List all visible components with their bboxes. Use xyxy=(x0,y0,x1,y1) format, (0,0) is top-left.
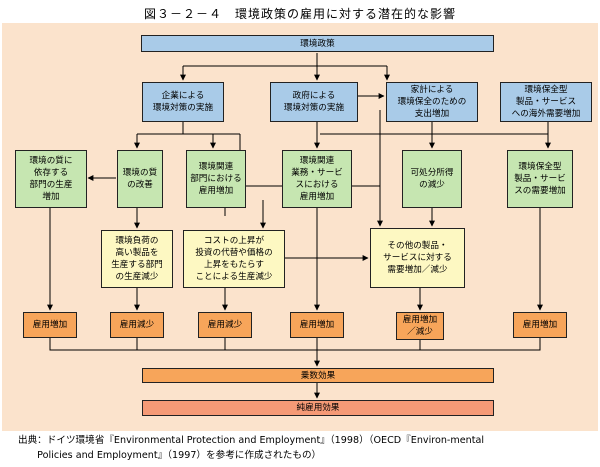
net-employment-effect-box: 純雇用効果 xyxy=(142,400,494,416)
employment-decrease-box-2: 雇用減少 xyxy=(198,312,252,338)
overseas-demand-box: 環境保全型 製品・サービス への海外需要増加 xyxy=(500,82,592,122)
gov-measures-box: 政府による 環境対策の実施 xyxy=(270,82,358,122)
multiplier-effect-box: 乗数効果 xyxy=(142,368,494,383)
quality-sector-box: 環境の質に 依存する 部門の生産 増加 xyxy=(15,150,87,208)
source-note: 出典：ドイツ環境省『Environmental Protection and E… xyxy=(18,435,485,461)
corp-measures-box: 企業による 環境対策の実施 xyxy=(142,82,224,122)
household-measures-box: 家計による 環境保全のための 支出増加 xyxy=(386,82,478,122)
quality-improve-box: 環境の質 の改善 xyxy=(117,150,163,208)
green-products-demand-box: 環境保全型 製品・サービ スの需要増加 xyxy=(507,150,573,208)
related-employment-box: 環境関連 部門における 雇用増加 xyxy=(186,150,246,208)
employment-increase-decrease-box: 雇用増加 ／減少 xyxy=(396,312,444,340)
cost-rise-box: コストの上昇が 投資の代替や価格の 上昇をもたらす ことによる生産減少 xyxy=(183,230,285,288)
disposable-income-box: 可処分所得 の減少 xyxy=(402,150,462,208)
employment-increase-box-2: 雇用増加 xyxy=(290,312,344,338)
figure-title: 図３－２－４ 環境政策の雇用に対する潜在的な影響 xyxy=(143,7,456,21)
other-products-box: その他の製品・ サービスに対する 需要増加／減少 xyxy=(370,228,465,288)
employment-decrease-box-1: 雇用減少 xyxy=(110,312,164,338)
high-load-products-box: 環境負荷の 高い製品を 生産する部門 の生産減少 xyxy=(101,230,173,288)
employment-increase-box-1: 雇用増加 xyxy=(23,312,77,338)
policy-box: 環境政策 xyxy=(141,35,494,52)
employment-increase-box-3: 雇用増加 xyxy=(513,312,567,338)
services-employment-box: 環境関連 業務・サービ スにおける 雇用増加 xyxy=(282,150,352,208)
